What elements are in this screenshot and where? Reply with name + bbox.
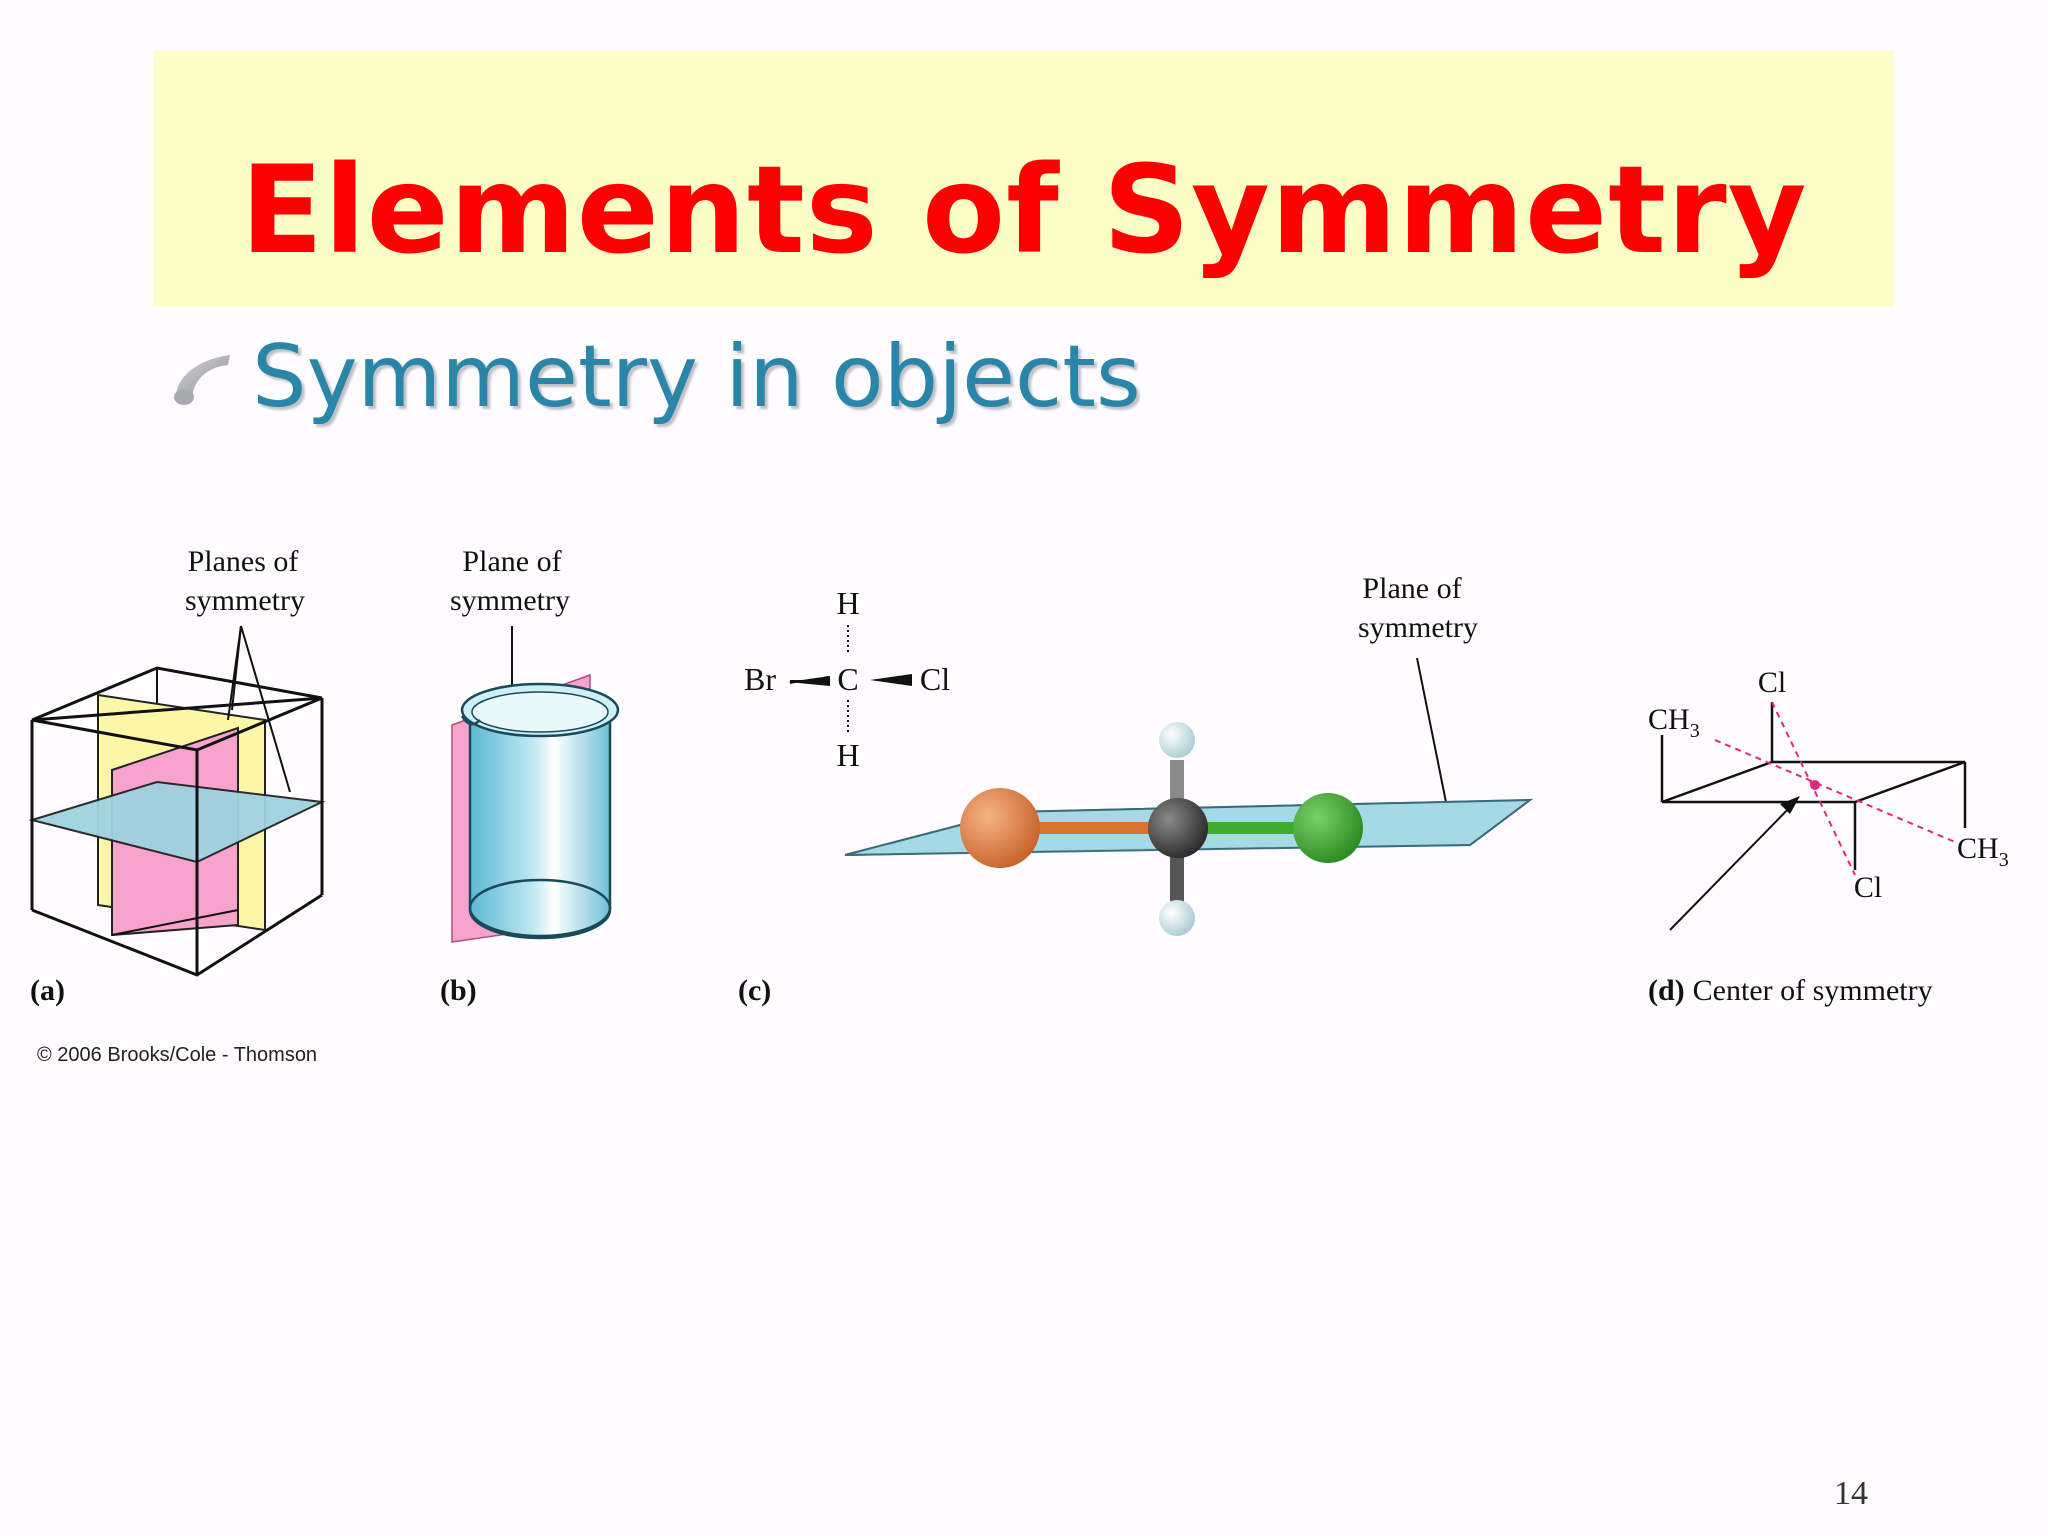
d-ch3-right-sub: 3 — [1999, 849, 2009, 871]
carbon-atom — [1148, 798, 1208, 858]
caption-a: (a) — [30, 974, 65, 1007]
d-cl-bottom: Cl — [1854, 871, 1882, 904]
formula-h-top: H — [836, 585, 859, 621]
formula-c: C — [837, 661, 858, 697]
bullet-swoosh-icon — [174, 355, 230, 405]
caption-c: (c) — [738, 974, 771, 1007]
cube-diagram: Planes of symmetry (a) — [28, 545, 326, 1007]
svg-text:(d)Center of symmetry: (d)Center of symmetry — [1648, 974, 1933, 1007]
hydrogen-atom-top — [1159, 722, 1195, 758]
cube-label-line1: Planes of — [188, 545, 299, 578]
molecule-label-line2: symmetry — [1358, 611, 1478, 644]
formula-h-bottom: H — [836, 737, 859, 773]
cube-label-line2: symmetry — [185, 584, 305, 617]
page-number: 14 — [1834, 1475, 1868, 1512]
svg-text:CH3: CH3 — [1957, 832, 2009, 871]
symmetry-illustration: Planes of symmetry (a) Pla — [28, 545, 2009, 1007]
center-point — [1810, 780, 1820, 790]
d-cl-top: Cl — [1758, 666, 1786, 699]
caption-d: (d) — [1648, 974, 1685, 1007]
d-ch3-left-sub: 3 — [1690, 720, 1700, 742]
beaker-diagram: Plane of symmetry (b) — [440, 545, 620, 1007]
center-symmetry-diagram: Cl CH3 CH3 Cl (d)Center of symmetry — [1648, 666, 2009, 1007]
bromine-atom — [960, 788, 1040, 868]
molecule-diagram: H Br C Cl H Plane of symmetry — [738, 572, 1534, 1007]
symmetry-figure: Planes of symmetry (a) Pla — [0, 530, 2048, 1090]
beaker-label-line1: Plane of — [462, 545, 561, 578]
chlorine-atom — [1293, 793, 1363, 863]
d-ch3-left: CH — [1648, 703, 1690, 736]
d-ch3-right: CH — [1957, 832, 1999, 865]
bullet-text: Symmetry in objects — [252, 327, 1141, 427]
beaker-label-line2: symmetry — [450, 584, 570, 617]
caption-d-text: Center of symmetry — [1693, 974, 1933, 1007]
molecule-label-line1: Plane of — [1362, 572, 1461, 605]
copyright-notice: © 2006 Brooks/Cole - Thomson — [37, 1044, 318, 1066]
svg-text:CH3: CH3 — [1648, 703, 1700, 742]
formula-cl: Cl — [920, 661, 950, 697]
slide-title: Elements of Symmetry — [240, 140, 1808, 281]
formula-br: Br — [744, 661, 776, 697]
title-band — [153, 51, 1894, 307]
caption-b: (b) — [440, 974, 477, 1007]
